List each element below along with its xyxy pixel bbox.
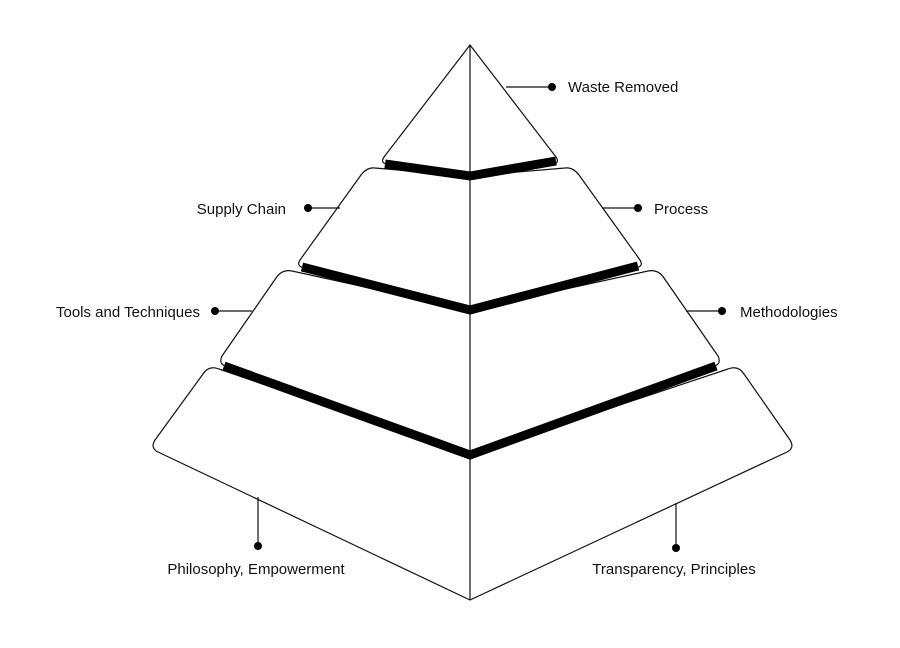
leader-waste-removed: [506, 83, 556, 91]
separator-band-middle: [300, 261, 640, 315]
label-transparency-principles: Transparency, Principles: [592, 561, 755, 578]
separator-band-top: [384, 156, 557, 181]
label-methodologies: Methodologies: [740, 304, 838, 321]
label-tools-and-techniques: Tools and Techniques: [56, 304, 200, 321]
separator-band-bottom: [222, 361, 718, 460]
label-philosophy-empowerment: Philosophy, Empowerment: [167, 561, 345, 578]
leader-methodologies: [686, 307, 726, 315]
leader-supply-chain: [304, 204, 340, 212]
leader-tools-and-techniques: [211, 307, 252, 315]
label-supply-chain: Supply Chain: [197, 201, 286, 218]
label-process: Process: [654, 201, 708, 218]
leader-transparency-principles: [672, 503, 680, 552]
leader-process: [602, 204, 642, 212]
leader-philosophy-empowerment: [254, 497, 262, 550]
label-waste-removed: Waste Removed: [568, 79, 678, 96]
